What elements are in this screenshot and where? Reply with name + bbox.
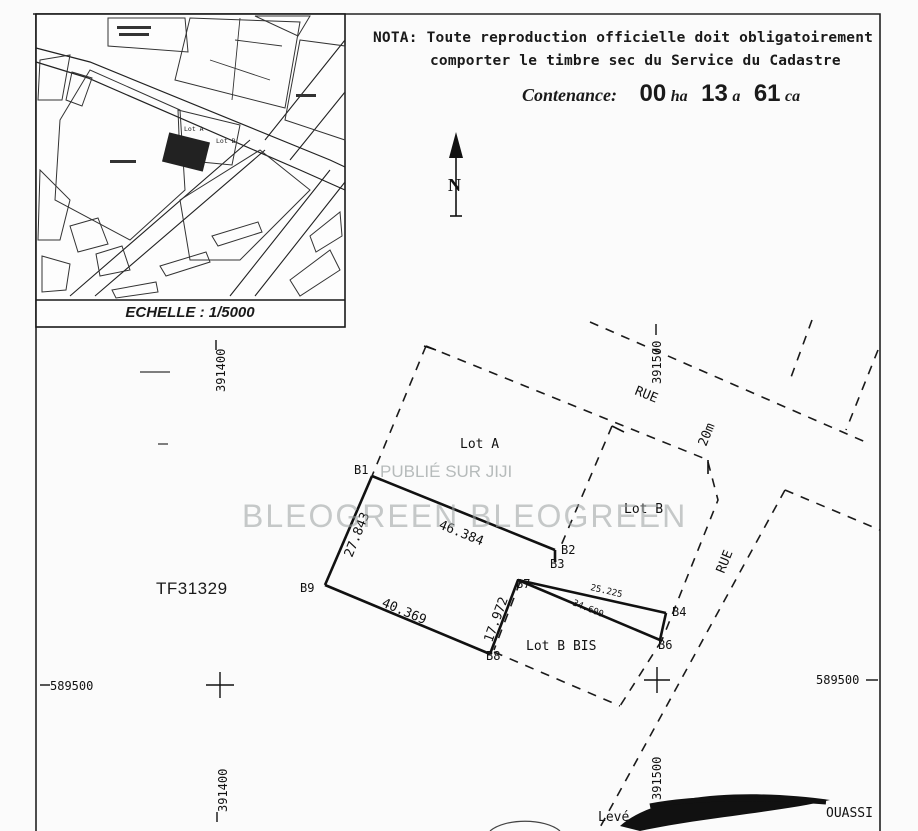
footer-surveyor-tail: OUASSI bbox=[826, 806, 873, 821]
point-b8: B8 bbox=[486, 649, 500, 663]
grid-y-589500-right: 589500 bbox=[816, 673, 859, 687]
reproduction-notice: NOTA: Toute reproduction officielle doit… bbox=[373, 27, 873, 73]
lot-b-label: Lot B bbox=[624, 502, 663, 517]
inset-lot-a-label: Lot A bbox=[184, 125, 204, 133]
lot-a-label: Lot A bbox=[460, 437, 499, 452]
point-b7: B7 bbox=[516, 577, 530, 591]
distance-b7-b6: 34.600 bbox=[571, 599, 605, 620]
ares-value: 13 bbox=[701, 80, 728, 107]
road-label-right: RUE bbox=[714, 548, 737, 575]
grid-coordinate-labels: 391400 391500 391400 391500 589500 58950… bbox=[50, 341, 859, 812]
point-b4: B4 bbox=[672, 605, 686, 619]
grid-x-391500-top: 391500 bbox=[650, 341, 664, 384]
area-contenance: Contenance: 00 ha 13 a 61 ca bbox=[522, 80, 800, 108]
watermark-secondary: PUBLIÉ SUR JIJI bbox=[380, 462, 513, 481]
hectares-unit: ha bbox=[670, 88, 688, 105]
distance-b9-b8: 40.369 bbox=[379, 596, 428, 628]
point-b3: B3 bbox=[550, 557, 564, 571]
inset-scale-label: ECHELLE : 1/5000 bbox=[125, 304, 255, 321]
road-label-top: RUE bbox=[633, 384, 660, 407]
watermark-primary: BLEOGREEN BLEOGREEN bbox=[242, 498, 688, 534]
grid-x-391400-top: 391400 bbox=[214, 349, 228, 392]
lot-b-bis-label: Lot B BIS bbox=[526, 639, 596, 654]
lot-b-bis-boundary bbox=[323, 474, 668, 656]
inset-lot-b-label: Lot B bbox=[216, 137, 236, 145]
grid-y-589500-left: 589500 bbox=[50, 679, 93, 693]
title-reference: TF31329 bbox=[156, 579, 228, 598]
contenance-label: Contenance: bbox=[522, 85, 618, 105]
point-b2: B2 bbox=[561, 543, 575, 557]
notice-line-2: comporter le timbre sec du Service du Ca… bbox=[430, 53, 841, 69]
location-inset-map: Lot A Lot B bbox=[35, 13, 346, 328]
boundary-point-labels: B1 B2 B3 B4 B6 B7 B8 B9 bbox=[300, 463, 686, 663]
ares-unit: a bbox=[732, 88, 741, 105]
point-b9: B9 bbox=[300, 581, 314, 595]
centiares-unit: ca bbox=[785, 88, 801, 105]
distance-b8-b7: 17.972 bbox=[482, 595, 512, 644]
point-b1: B1 bbox=[354, 463, 368, 477]
hectares-value: 00 bbox=[639, 80, 667, 107]
road-width-label: 20m bbox=[696, 421, 719, 449]
notice-line-1: NOTA: Toute reproduction officielle doit… bbox=[373, 30, 874, 46]
north-arrow-icon bbox=[449, 132, 463, 217]
north-label: N bbox=[448, 175, 461, 195]
centiares-value: 61 bbox=[753, 80, 781, 107]
point-b6: B6 bbox=[658, 638, 672, 652]
grid-x-391500-bottom: 391500 bbox=[650, 757, 664, 800]
grid-crosses bbox=[40, 324, 878, 822]
grid-x-391400-bottom: 391400 bbox=[216, 769, 230, 812]
